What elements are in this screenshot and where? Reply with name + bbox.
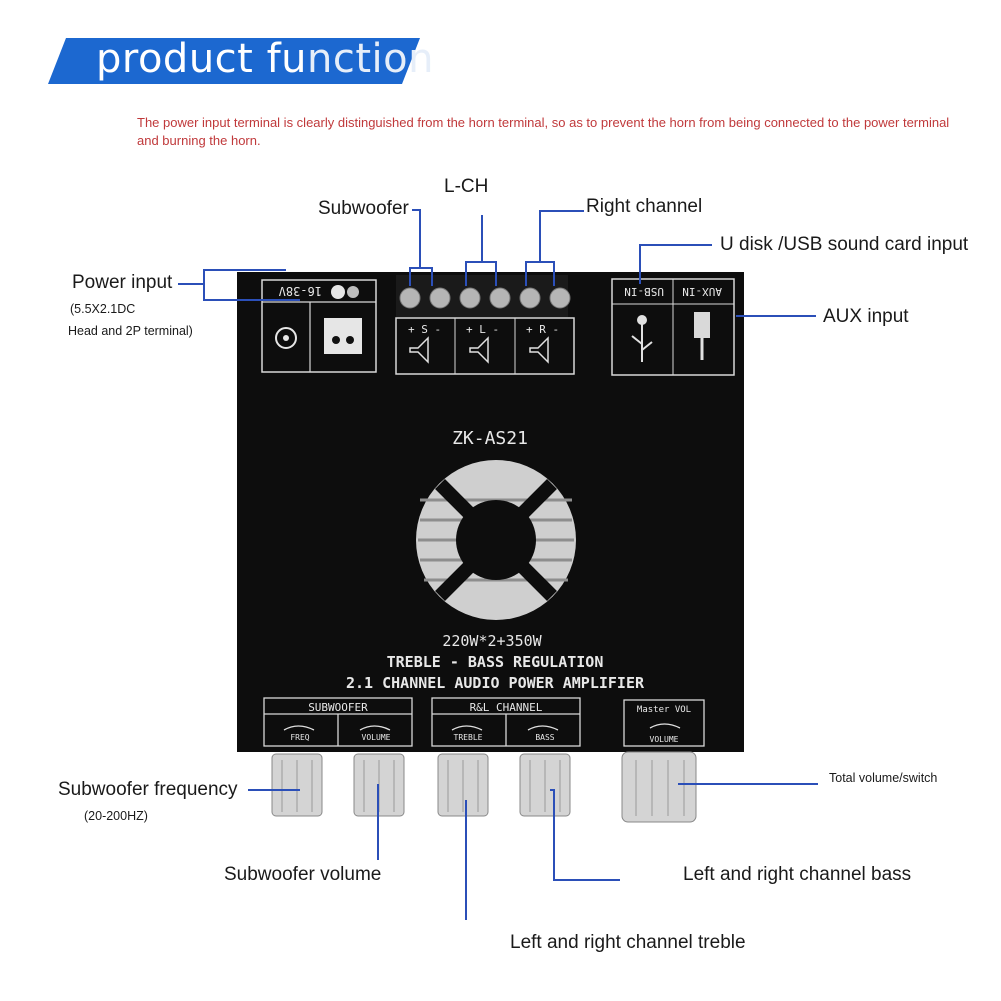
- terminal-icon: [324, 318, 362, 354]
- leader-lines: [178, 209, 818, 920]
- rl-group-label: R&L CHANNEL: [470, 701, 543, 714]
- dc-jack-symbol-icon: [275, 327, 297, 349]
- callout-total-volume: Total volume/switch: [829, 771, 938, 785]
- model-label: ZK-AS21: [452, 428, 528, 449]
- speaker-icon: [529, 336, 549, 364]
- title-banner: [48, 38, 420, 84]
- speaker-label-panel: [395, 317, 575, 375]
- regulation-label: TREBLE - BASS REGULATION: [387, 653, 604, 671]
- voltage-label: 16-38V: [279, 284, 322, 298]
- freq-label: FREQ: [290, 733, 309, 742]
- knob-master-volume: [621, 751, 697, 823]
- speaker-icon: [409, 336, 429, 364]
- callout-aux-input: AUX input: [823, 306, 909, 327]
- page-title-faded: nction: [307, 36, 434, 82]
- bass-label: BASS: [535, 733, 554, 742]
- page-title: product function: [96, 36, 434, 82]
- master-panel: [623, 699, 705, 747]
- callout-lch: L-CH: [444, 176, 489, 197]
- subwoofer-group-label: SUBWOOFER: [308, 701, 368, 714]
- treble-label: TREBLE: [454, 733, 483, 742]
- master-group-label: Master VOL: [637, 705, 691, 715]
- power-block: [261, 279, 377, 373]
- master-volume-label: VOLUME: [650, 735, 679, 744]
- speaker-l-label: + L -: [466, 323, 499, 336]
- warning-note: The power input terminal is clearly dist…: [137, 115, 950, 148]
- amp-description: 2.1 CHANNEL AUDIO POWER AMPLIFIER: [346, 674, 645, 692]
- power-spec: 220W*2+350W: [442, 632, 542, 650]
- callout-right-channel: Right channel: [586, 196, 703, 217]
- callout-lr-bass: Left and right channel bass: [683, 864, 912, 885]
- callout-subwoofer-volume: Subwoofer volume: [224, 864, 382, 885]
- usb-icon: [631, 315, 653, 362]
- speaker-terminal-block: [396, 275, 568, 317]
- sub-volume-label: VOLUME: [362, 733, 391, 742]
- speaker-icon: [469, 336, 489, 364]
- aux-in-label: AUX-IN: [682, 285, 722, 298]
- speaker-r-label: + R -: [526, 323, 559, 336]
- callout-frequency-range: (20-200HZ): [84, 809, 148, 823]
- knob-row: [271, 751, 697, 823]
- callout-subwoofer: Subwoofer: [318, 198, 409, 219]
- dc-jack-icon: [331, 285, 345, 299]
- callout-power-input-note-1: (5.5X2.1DC: [70, 302, 136, 316]
- callout-udisk-usb: U disk /USB sound card input: [720, 234, 969, 255]
- usb-in-label: USB-IN: [624, 285, 664, 298]
- callout-power-input: Power input: [72, 272, 173, 293]
- aux-jack-icon: [694, 312, 710, 338]
- page-title-main: product fu: [96, 36, 307, 82]
- callout-lr-treble: Left and right channel treble: [510, 932, 746, 953]
- callout-power-input-note-2: Head and 2P terminal): [68, 324, 193, 338]
- speaker-s-label: + S -: [408, 323, 441, 336]
- callout-subwoofer-frequency: Subwoofer frequency: [58, 779, 238, 800]
